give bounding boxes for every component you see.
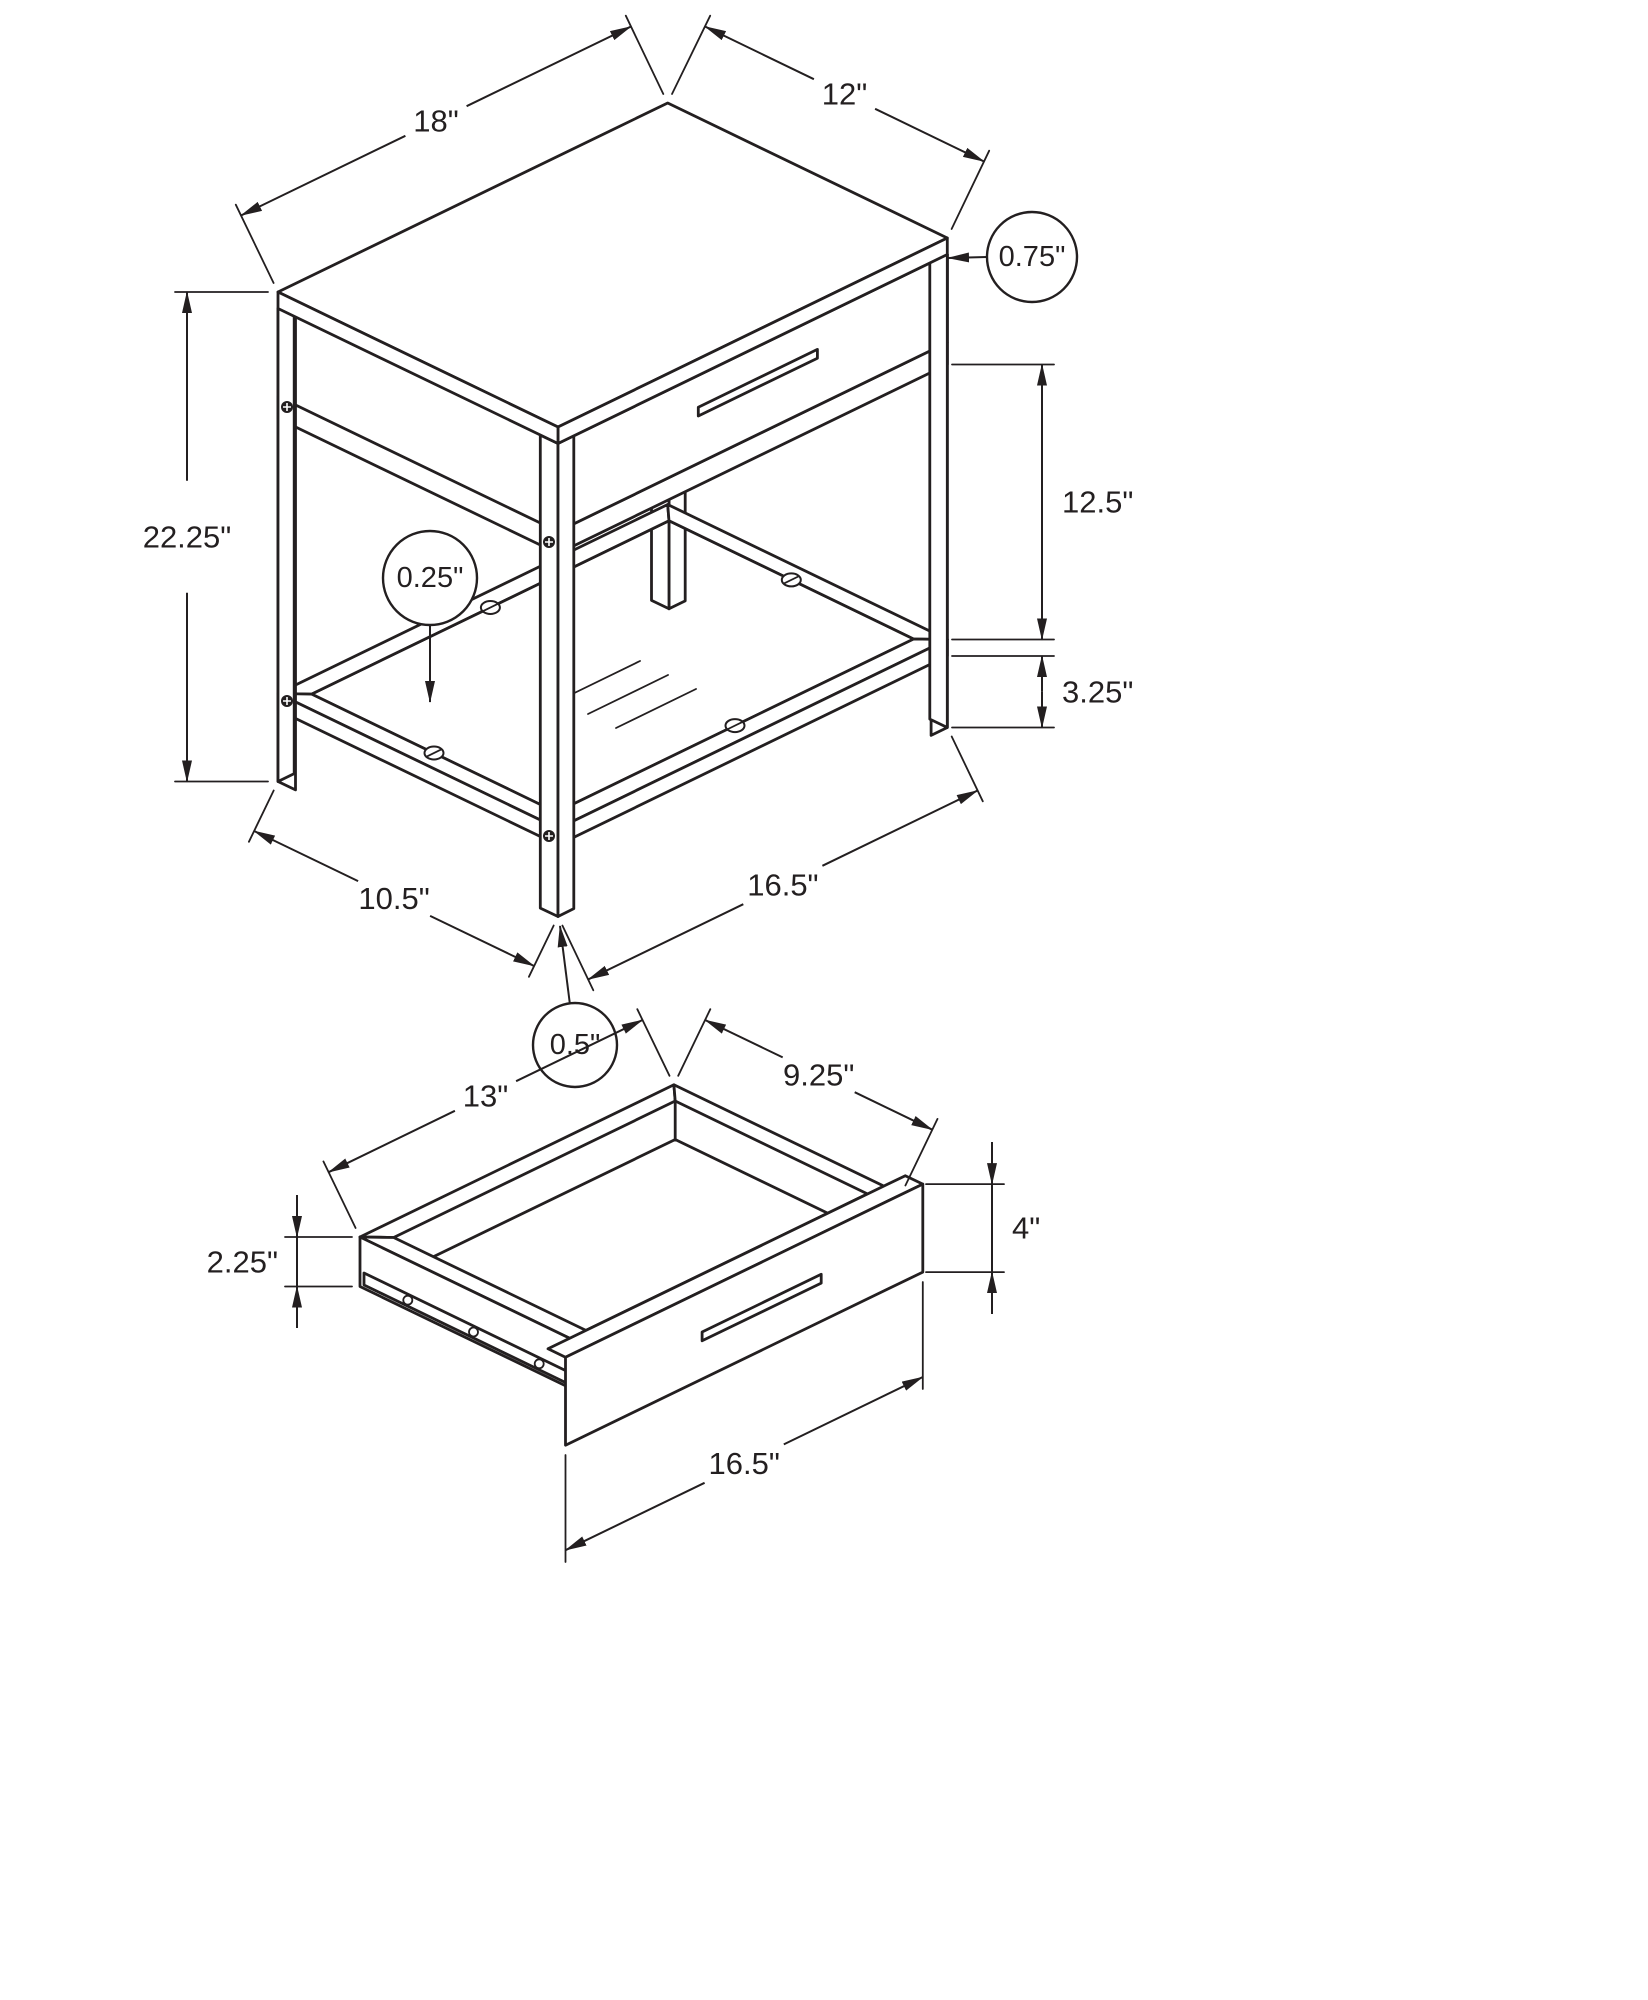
dim-shelf-clearance-label: 3.25" — [1062, 674, 1133, 709]
dimension-leg-width: 0.5" — [531, 925, 619, 1089]
table-view — [276, 101, 949, 918]
dim-front-leg-span-label: 16.5" — [747, 868, 818, 903]
dim-top-thickness-label: 0.75" — [999, 241, 1066, 273]
glass-reflection-line — [587, 674, 669, 715]
shelf-thickness-balloon — [381, 529, 479, 627]
drawer-panel-handle — [700, 1272, 823, 1343]
frame-screw — [281, 695, 293, 707]
drawer-handle — [696, 347, 819, 418]
table-leg-back-left-side — [276, 299, 296, 783]
dim-drawer-front-width-label: 16.5" — [709, 1446, 780, 1481]
dimension-front-leg-span: 16.5" — [561, 735, 984, 992]
dimension-drawer-front-height: 4" — [925, 1142, 1040, 1314]
glass-clamp — [479, 600, 501, 615]
dimension-top-width: 18" — [234, 14, 665, 284]
shelf-frame-front-band — [556, 638, 949, 847]
table-leg-front-left-face — [556, 434, 576, 918]
glass-clamp — [724, 718, 746, 734]
top-thickness-balloon — [985, 210, 1079, 304]
dimension-opening-height: 12.5" — [951, 363, 1133, 641]
frame-screw — [543, 830, 555, 842]
glass-clamp — [423, 745, 445, 761]
shelf-frame-back-left-top — [276, 503, 671, 696]
glass-reflection-line — [615, 688, 697, 729]
frame-screw — [281, 401, 293, 413]
table-dimensions: 18" 12" 0.75" 22.25" — [143, 14, 1133, 1089]
dimension-side-leg-span: 10.5" — [247, 789, 555, 978]
dimension-drawer-inner-depth: 9.25" — [677, 1008, 939, 1187]
dimension-drawer-inner-width: 13" — [322, 1008, 671, 1229]
dim-top-depth-label: 12" — [822, 77, 868, 112]
shelf-frame-left-band — [276, 692, 560, 847]
slide-rail-hole — [468, 1326, 479, 1338]
frame-screw — [543, 536, 555, 548]
dim-drawer-inner-depth-label: 9.25" — [783, 1057, 854, 1092]
dim-opening-height-label: 12.5" — [1062, 485, 1133, 520]
leg-width-balloon — [531, 1001, 619, 1089]
drawer-dimensions: 13" 9.25" 2.25" 4" — [207, 1008, 1040, 1563]
dim-side-leg-span-label: 10.5" — [358, 881, 429, 916]
dimension-shelf-clearance: 3.25" — [951, 655, 1133, 729]
drawer-view — [358, 1083, 925, 1447]
dim-overall-height-label: 22.25" — [143, 519, 232, 554]
table-leg-front-left-side — [538, 433, 560, 918]
dim-drawer-inner-width-label: 13" — [463, 1079, 509, 1114]
dimension-drawer-front-width: 16.5" — [564, 1281, 924, 1563]
dimension-drawer-side-height: 2.25" — [207, 1195, 353, 1328]
dim-shelf-thickness-label: 0.25" — [397, 562, 464, 594]
dimension-overall-height: 22.25" — [143, 291, 269, 783]
table-leg-front-right-side — [928, 244, 949, 729]
dim-top-width-label: 18" — [413, 104, 459, 139]
dim-drawer-side-height-label: 2.25" — [207, 1244, 278, 1279]
dimension-top-depth: 12" — [671, 14, 991, 230]
dimension-top-thickness: 0.75" — [947, 210, 1079, 304]
slide-rail-hole — [533, 1358, 545, 1370]
dim-drawer-front-height-label: 4" — [1012, 1211, 1040, 1246]
slide-rail-hole — [402, 1294, 414, 1306]
dimension-shelf-thickness: 0.25" — [381, 529, 479, 703]
shelf-frame-back-right-top — [666, 503, 949, 641]
glass-clamp — [780, 572, 802, 588]
table-top-left-edge — [276, 290, 560, 445]
